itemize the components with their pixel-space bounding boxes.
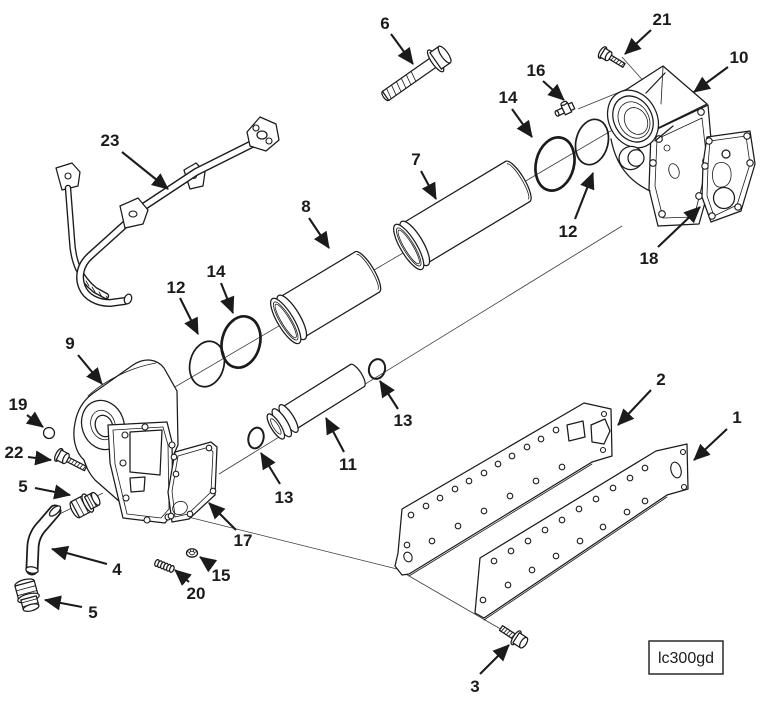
callout-20: 20 — [174, 569, 206, 603]
part-23-mounting-bracket-icon — [55, 116, 280, 307]
callout-14-right: 14 — [499, 88, 533, 138]
part-5-adapter-fitting-lower-icon — [14, 578, 40, 612]
callout-label: 20 — [187, 584, 206, 603]
callout-label: 14 — [207, 262, 226, 281]
part-1-plate-gasket-icon — [474, 443, 689, 621]
callout-7: 7 — [411, 150, 437, 200]
callout-label: 16 — [527, 61, 546, 80]
callout-label: 4 — [112, 560, 122, 579]
callout-label: 23 — [101, 131, 120, 150]
callout-label: 9 — [65, 334, 74, 353]
callout-label: 7 — [411, 150, 420, 169]
part-6-long-bolt-icon — [381, 45, 452, 102]
callout-15: 15 — [199, 556, 231, 585]
callout-label: 14 — [499, 88, 518, 107]
figure-code-label: lc300gd — [658, 650, 714, 667]
callout-19: 19 — [9, 395, 44, 428]
callout-label: 13 — [275, 488, 294, 507]
part-8-cooler-element-tube-icon — [270, 250, 382, 345]
callout-label: 18 — [640, 249, 659, 268]
part-13-o-ring-left-icon — [247, 426, 265, 450]
callout-2: 2 — [617, 370, 666, 426]
callout-label: 12 — [559, 222, 578, 241]
callout-label: 22 — [5, 443, 24, 462]
part-21-short-bolt-icon — [597, 46, 626, 68]
callout-11: 11 — [325, 417, 357, 474]
part-4-hose-elbow-icon — [25, 504, 62, 576]
figure-code-box: lc300gd — [648, 640, 724, 675]
callout-12-right: 12 — [559, 172, 595, 241]
part-17-housing-gasket-icon — [167, 441, 218, 523]
callout-6: 6 — [380, 14, 414, 65]
callout-label: 6 — [380, 14, 389, 33]
callout-label: 2 — [656, 370, 665, 389]
callout-label: 19 — [9, 395, 28, 414]
callout-label: 5 — [88, 603, 97, 622]
callout-label: 15 — [212, 566, 231, 585]
callout-label: 10 — [730, 48, 749, 67]
callout-23: 23 — [101, 131, 169, 190]
part-14-seal-ring-left-icon — [220, 315, 262, 369]
callout-12-left: 12 — [167, 278, 199, 335]
part-11-transfer-tube-icon — [266, 363, 366, 440]
part-10-cover-housing-icon — [606, 65, 714, 227]
callout-8: 8 — [301, 197, 330, 249]
part-13-o-ring-right-icon — [367, 358, 387, 380]
callout-17: 17 — [208, 502, 253, 550]
part-15-flange-nut-icon — [185, 548, 199, 558]
callout-label: 3 — [470, 677, 479, 696]
part-3-hex-flange-bolt-icon — [498, 625, 529, 649]
callout-label: 8 — [301, 197, 310, 216]
callout-label: 13 — [394, 411, 413, 430]
part-20-spring-pin-icon — [154, 559, 175, 573]
callout-18: 18 — [640, 206, 701, 268]
callout-13-left: 13 — [260, 452, 294, 507]
part-9-oil-cooler-housing-icon — [73, 359, 179, 524]
part-12-o-ring-right-icon — [574, 118, 610, 166]
callout-label: 11 — [339, 455, 357, 474]
callout-9: 9 — [65, 334, 103, 385]
callout-21: 21 — [624, 10, 672, 55]
callout-4: 4 — [50, 545, 122, 579]
part-14-seal-ring-right-icon — [534, 136, 576, 192]
callout-5-lower: 5 — [43, 595, 98, 622]
callout-1: 1 — [693, 408, 742, 461]
callouts: 23 6 21 16 14 10 7 12 18 8 12 14 9 13 11… — [5, 10, 749, 696]
part-22-hex-bolt-icon — [54, 447, 88, 472]
part-16-elbow-fitting-icon — [554, 100, 576, 117]
part-5-adapter-fitting-upper-icon — [69, 491, 101, 519]
callout-16: 16 — [527, 61, 565, 101]
part-2-plate-gasket-icon — [394, 402, 613, 577]
part-7-cooler-element-tube-icon — [393, 160, 532, 271]
callout-3: 3 — [470, 644, 510, 696]
callout-label: 21 — [653, 10, 672, 29]
callout-label: 12 — [167, 278, 186, 297]
callout-label: 5 — [18, 477, 27, 496]
callout-5-upper: 5 — [18, 477, 72, 500]
callout-label: 1 — [732, 408, 741, 427]
callout-label: 17 — [234, 531, 253, 550]
callout-10: 10 — [693, 48, 749, 93]
part-19-cup-plug-icon — [42, 426, 56, 440]
part-12-o-ring-left-icon — [188, 340, 226, 388]
part-18-cover-gasket-icon — [701, 130, 756, 223]
callout-13-right: 13 — [379, 380, 413, 430]
callout-22: 22 — [5, 443, 53, 466]
callout-14-left: 14 — [207, 262, 235, 314]
